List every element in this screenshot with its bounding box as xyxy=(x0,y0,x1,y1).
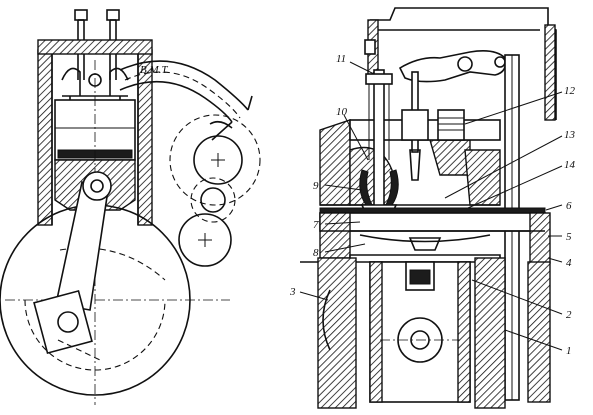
callout-5: 5 xyxy=(566,231,572,243)
callout-6: 6 xyxy=(566,200,572,212)
callout-4: 4 xyxy=(566,257,572,269)
tdc-annotation: В.М.Т xyxy=(140,64,168,76)
injector xyxy=(401,71,429,181)
right-section xyxy=(300,7,557,409)
cylinder xyxy=(37,39,153,226)
callout-10: 10 xyxy=(336,106,348,118)
callout-lines xyxy=(299,61,563,351)
callout-13: 13 xyxy=(564,129,576,141)
callout-1: 1 xyxy=(566,345,572,357)
connecting-rod xyxy=(33,171,112,361)
callout-8: 8 xyxy=(313,247,319,259)
gear-train xyxy=(169,114,261,267)
left-schematic: В.М.Т xyxy=(0,9,261,405)
callout-2: 2 xyxy=(566,309,572,321)
callout-7: 7 xyxy=(313,219,319,231)
gasket xyxy=(319,207,551,264)
callout-labels: 1 2 3 4 5 6 7 8 9 10 11 12 13 14 xyxy=(289,53,576,357)
valve xyxy=(359,69,399,215)
callout-14: 14 xyxy=(564,159,576,171)
piston-body xyxy=(369,261,471,403)
callout-3: 3 xyxy=(289,286,296,298)
rocker-cover xyxy=(364,7,557,121)
transfer-duct xyxy=(119,60,253,141)
callout-12: 12 xyxy=(564,85,576,97)
cylinder-head xyxy=(319,109,501,206)
callout-11: 11 xyxy=(336,53,346,65)
cylinder-liner xyxy=(300,257,551,409)
callout-9: 9 xyxy=(313,180,319,192)
